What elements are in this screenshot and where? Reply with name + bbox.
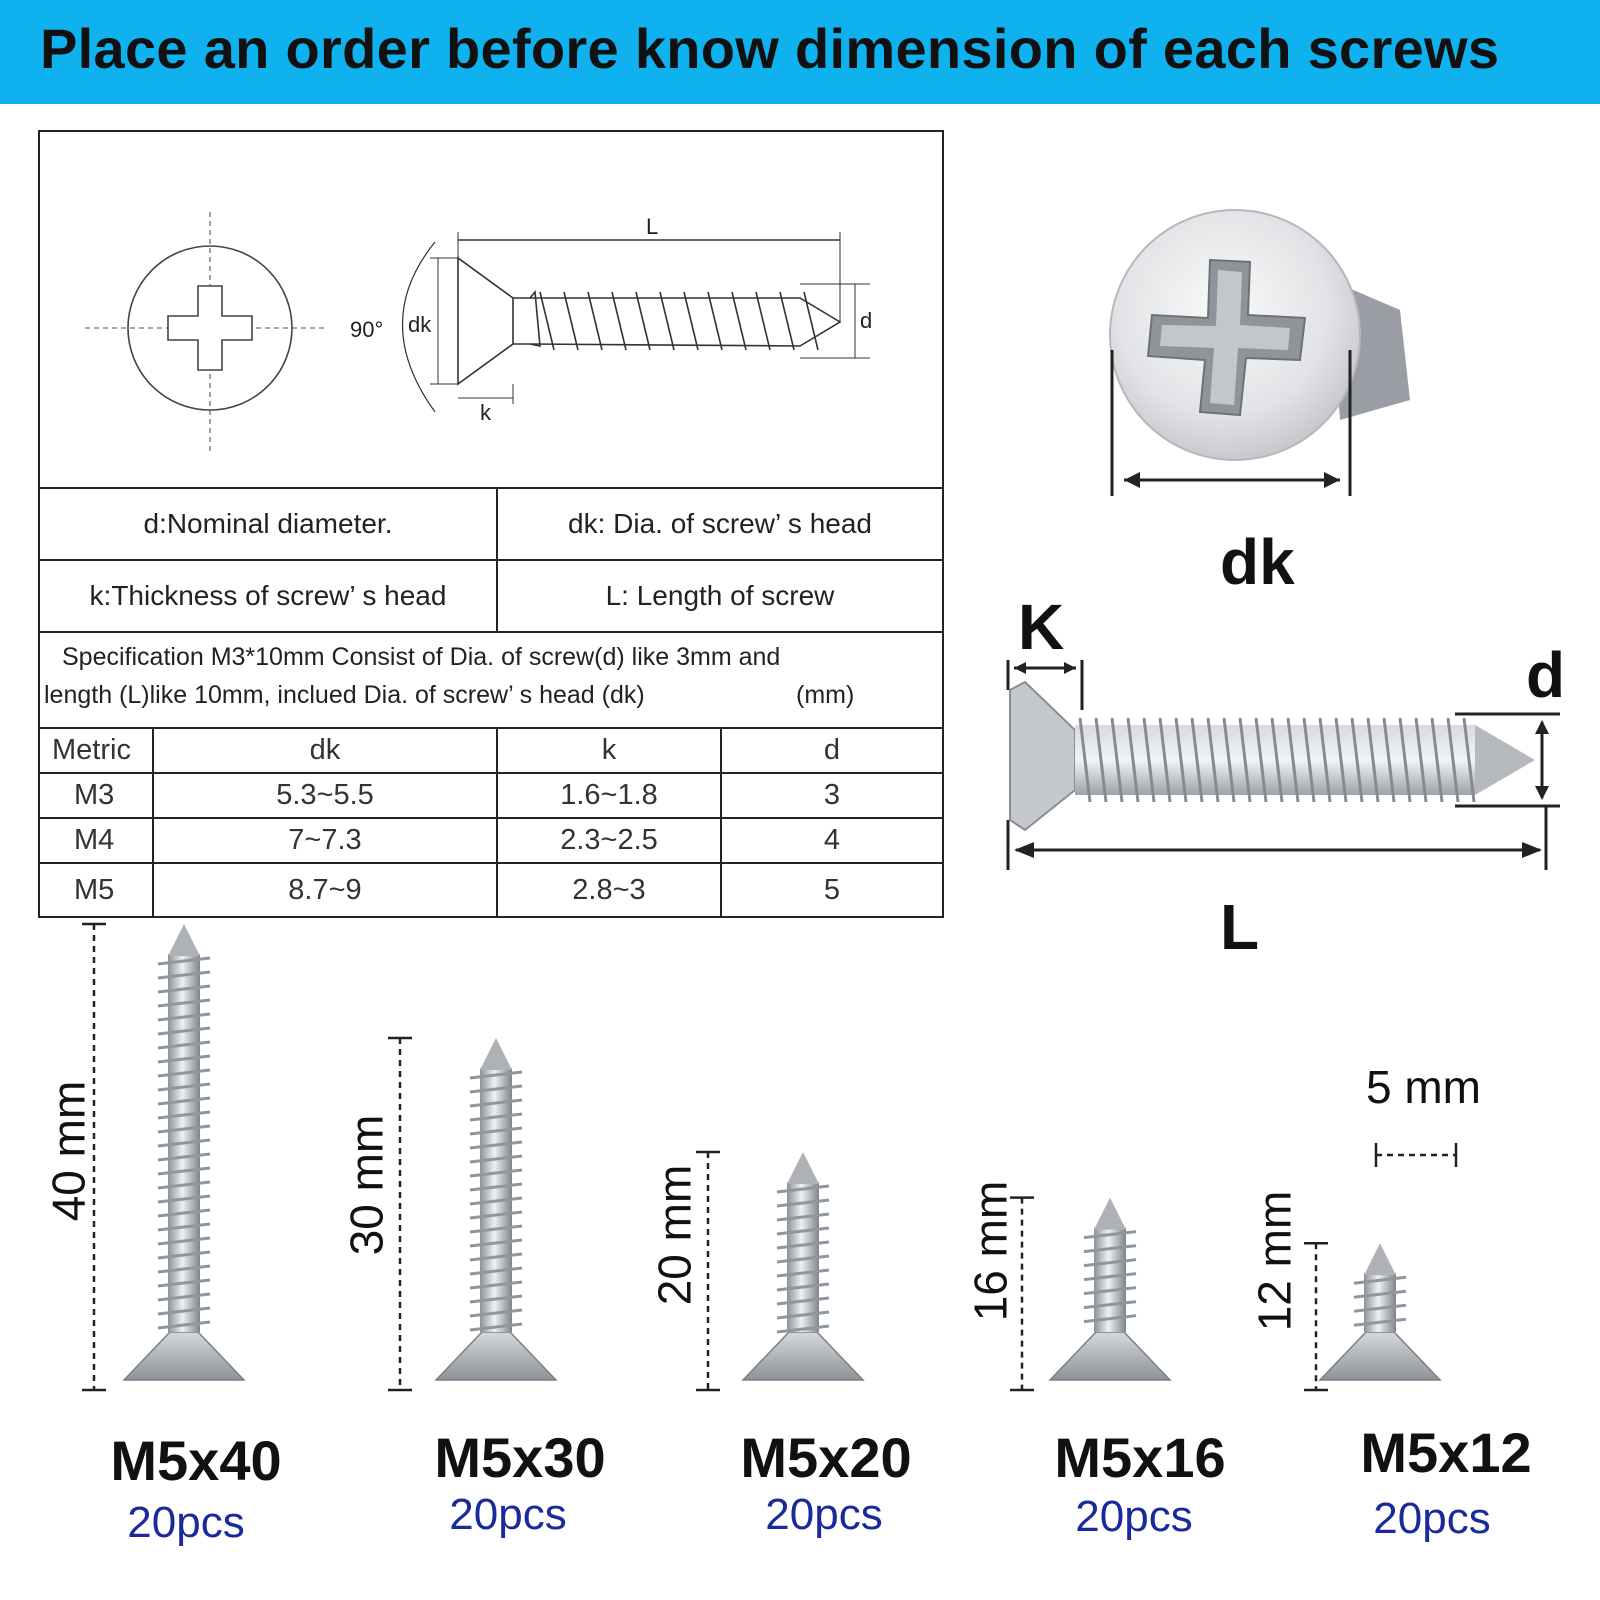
photo-label-L: L (1220, 891, 1260, 963)
screw-qty-label: 20pcs (1373, 1494, 1491, 1543)
technical-drawing-svg: L d dk k 90° (85, 212, 872, 452)
cell-metric: M3 (74, 779, 115, 811)
drawing-label-dk: dk (408, 312, 432, 337)
screw-length-label: 16 mm (964, 1180, 1017, 1322)
photo-label-d: d (1526, 639, 1566, 711)
drawing-label-d: d (860, 308, 872, 333)
screw-side-illustration (1006, 660, 1560, 870)
cell-dk: 5.3~5.5 (276, 779, 374, 811)
screw-head-illustration (1109, 209, 1410, 496)
cell-metric: M5 (74, 873, 115, 906)
cell-k: 2.8~3 (572, 873, 646, 906)
screw-qty-label: 20pcs (449, 1490, 567, 1539)
drawing-label-L: L (646, 214, 658, 239)
cell-d: 5 (823, 873, 841, 906)
header-banner: Place an order before know dimension of … (0, 0, 1600, 104)
cell-k: 2.3~2.5 (560, 824, 658, 856)
spec-table-header: Metric dk k d (40, 727, 942, 772)
header-metric: Metric (52, 734, 131, 766)
screw-lineup (82, 922, 1458, 1392)
spec-note-line1: Specification M3*10mm Consist of Dia. of… (62, 643, 781, 671)
screw-m5x30 (388, 1036, 558, 1392)
banner-title: Place an order before know dimension of … (40, 17, 1500, 80)
screw-size-label: M5x20 (740, 1426, 912, 1489)
diameter-label: 5 mm (1366, 1061, 1481, 1113)
cell-dk: 8.7~9 (288, 873, 362, 906)
cell-d: 3 (823, 779, 841, 811)
photo-label-K: K (1018, 591, 1065, 663)
definition-row-1: d:Nominal diameter. dk: Dia. of screw’ s… (40, 487, 942, 559)
screw-length-label: 12 mm (1248, 1190, 1301, 1332)
table-row: M4 7~7.3 2.3~2.5 4 (40, 817, 942, 862)
cell-metric: M4 (74, 824, 115, 856)
screw-size-label: M5x16 (1054, 1426, 1226, 1489)
screw-length-label: 40 mm (42, 1080, 95, 1222)
header-k: k (601, 734, 617, 766)
screw-m5x20 (696, 1150, 865, 1392)
definition-k: k:Thickness of screw’ s head (89, 580, 447, 611)
screw-size-label: M5x30 (434, 1426, 606, 1489)
screw-length-label: 20 mm (648, 1164, 701, 1306)
diameter-indicator (1374, 1143, 1458, 1167)
photo-label-dk: dk (1220, 526, 1295, 598)
technical-drawing: L d dk k 90° (40, 132, 942, 497)
spec-note-row: Specification M3*10mm Consist of Dia. of… (40, 631, 942, 727)
screw-qty-label: 20pcs (1075, 1492, 1193, 1541)
table-row: M3 5.3~5.5 1.6~1.8 3 (40, 772, 942, 817)
header-dk: dk (309, 734, 341, 766)
cell-d: 4 (823, 824, 841, 856)
screw-qty-label: 20pcs (127, 1498, 245, 1547)
screw-side-view (402, 232, 870, 413)
screw-m5x12 (1304, 1241, 1442, 1392)
screw-size-label: M5x40 (110, 1429, 282, 1492)
cell-k: 1.6~1.8 (560, 779, 658, 811)
drawing-label-angle: 90° (350, 317, 383, 342)
definition-dk: dk: Dia. of screw’ s head (568, 508, 872, 539)
drawing-label-k: k (480, 400, 492, 425)
header-d: d (823, 734, 841, 766)
definition-d: d:Nominal diameter. (143, 508, 393, 539)
head-top-view (85, 212, 325, 452)
screw-qty-label: 20pcs (765, 1490, 883, 1539)
screw-length-label: 30 mm (340, 1114, 393, 1256)
screw-m5x40 (82, 922, 246, 1392)
table-row: M5 8.7~9 2.8~3 5 (40, 862, 942, 916)
spec-note-line2: length (L)like 10mm, inclued Dia. of scr… (44, 681, 645, 709)
definition-row-2: k:Thickness of screw’ s head L: Length o… (40, 559, 942, 631)
screw-size-label: M5x12 (1360, 1421, 1532, 1484)
definition-L: L: Length of screw (605, 580, 835, 611)
cell-dk: 7~7.3 (288, 824, 362, 856)
screw-m5x16 (1010, 1196, 1172, 1392)
spec-box: L d dk k 90° d:Nominal diameter. dk: Dia… (38, 130, 944, 918)
spec-note-unit: (mm) (796, 681, 855, 709)
